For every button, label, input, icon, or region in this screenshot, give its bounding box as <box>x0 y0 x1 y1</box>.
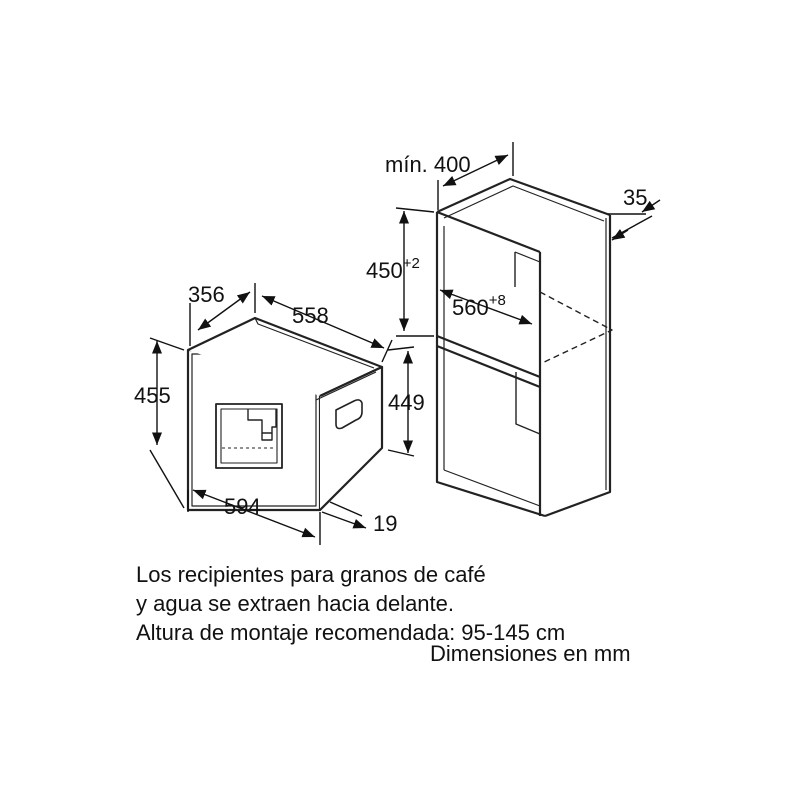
coffee-outlet-niche <box>215 403 283 469</box>
shelf-depth-dashes <box>539 291 613 365</box>
niche-width-value: 560 <box>452 295 489 320</box>
niche-height-value: 450 <box>366 258 403 283</box>
dimension-labels: 356 558 455 449 594 19 mín. 400 450+2 56… <box>134 152 647 536</box>
label-appliance-height: 455 <box>134 383 171 408</box>
label-appliance-depth: 356 <box>188 282 225 307</box>
label-appliance-width-top: 558 <box>292 303 329 328</box>
niche-cabinet-drawing <box>435 177 613 518</box>
label-appliance-front-width: 594 <box>224 494 261 519</box>
appliance-side-face <box>319 365 384 511</box>
label-niche-min-depth: mín. 400 <box>385 152 471 177</box>
niche-width-tolerance: +8 <box>489 292 506 309</box>
note-line-2: y agua se extraen hacia delante. <box>136 591 455 616</box>
dimension-lines <box>149 142 661 545</box>
label-niche-rear-gap: 35 <box>623 185 647 210</box>
note-line-3: Altura de montaje recomendada: 95-145 cm <box>136 620 566 645</box>
appliance-side-handle <box>335 399 363 430</box>
niche-height-tolerance: +2 <box>403 255 420 272</box>
appliance-drawing <box>186 316 384 512</box>
units-label: Dimensiones en mm <box>430 641 631 666</box>
label-appliance-body-height: 449 <box>388 390 425 415</box>
niche-shelf <box>436 334 541 379</box>
label-appliance-front-thickness: 19 <box>373 511 397 536</box>
label-niche-height: 450+2 <box>366 255 420 283</box>
note-line-1: Los recipientes para granos de café <box>136 562 486 587</box>
coffee-spout <box>247 409 277 434</box>
installation-notes: Los recipientes para granos de café y ag… <box>136 560 696 647</box>
label-niche-width: 560+8 <box>452 292 506 320</box>
